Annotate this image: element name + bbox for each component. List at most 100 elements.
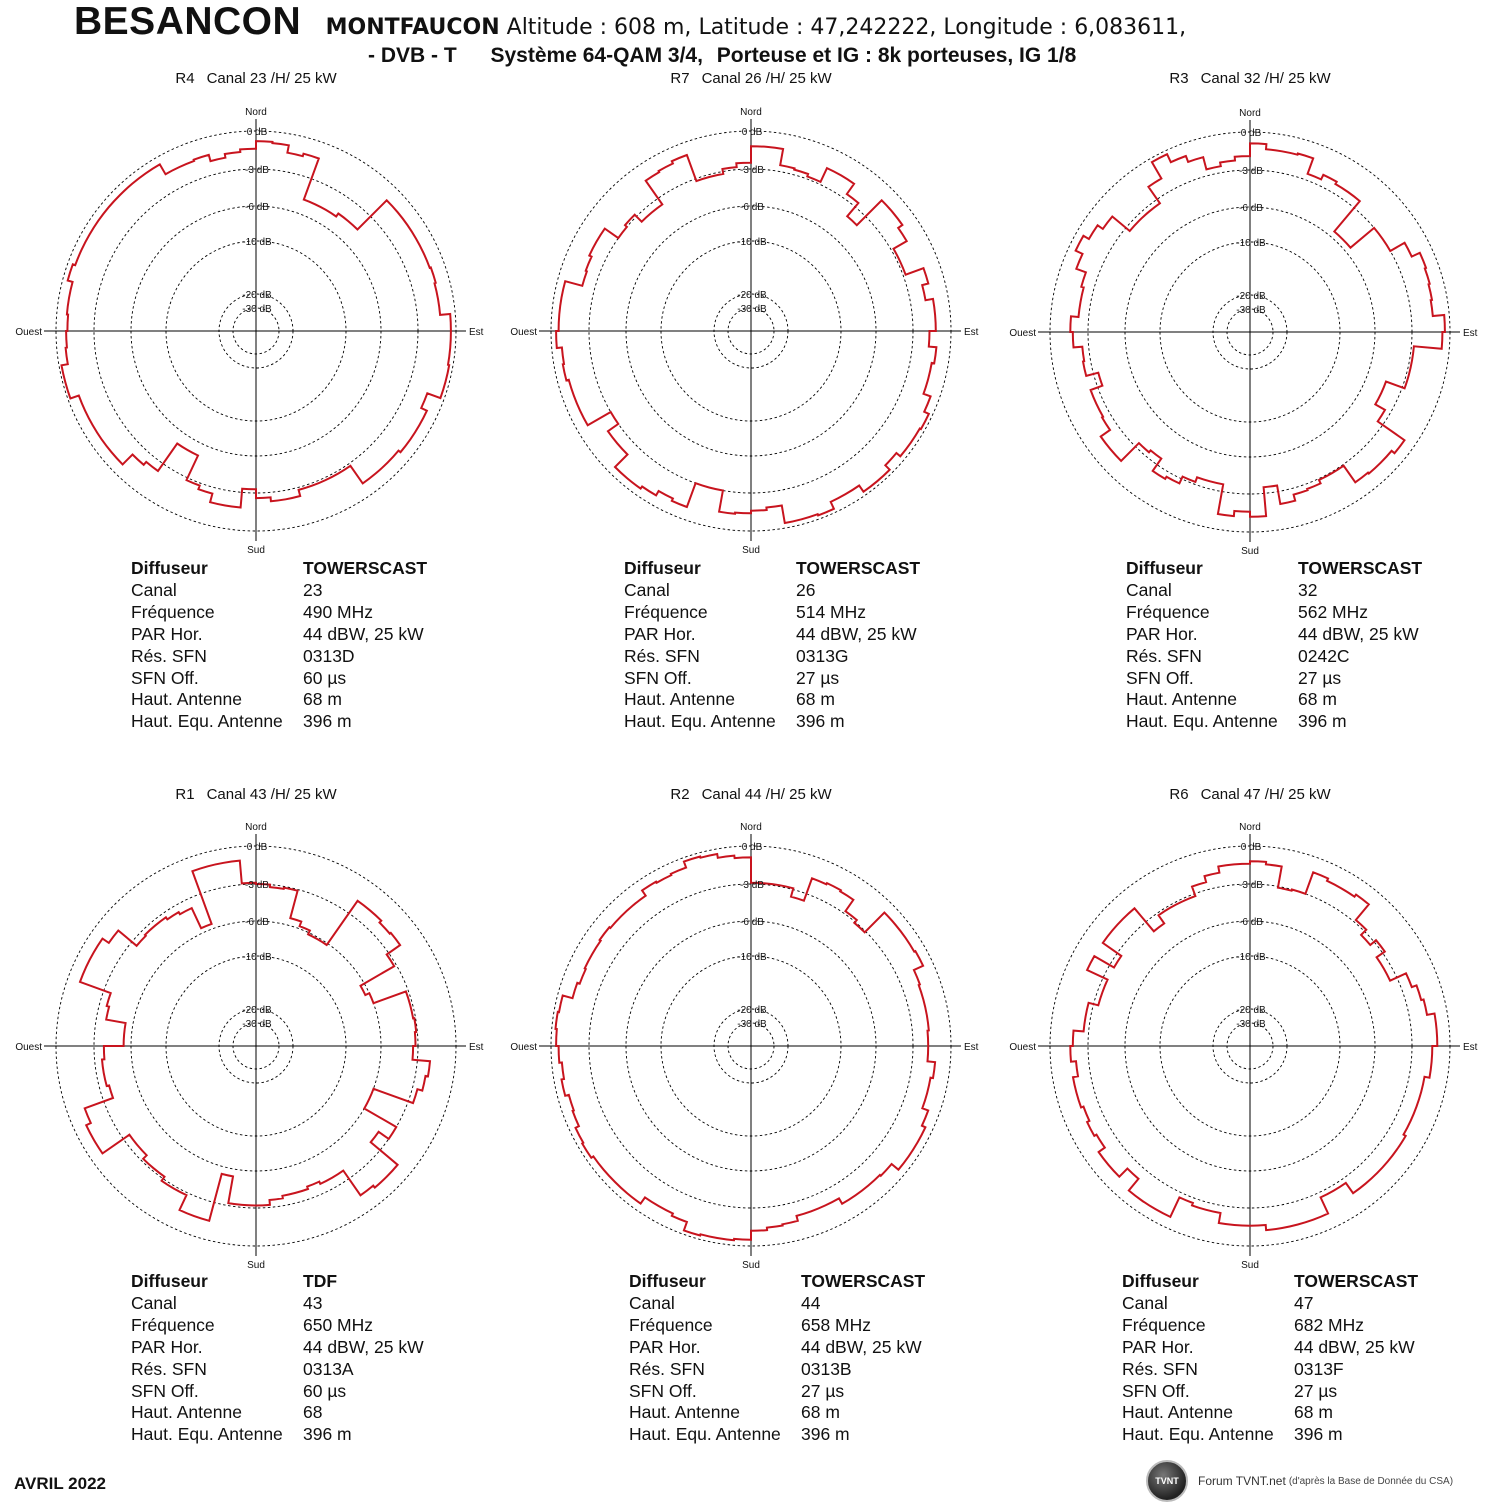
info-label: Haut. Equ. Antenne [624, 711, 776, 732]
info-value: 0313B [801, 1358, 852, 1379]
info-value: 27 µs [1294, 1380, 1338, 1401]
db-ring-label: -30 dB [1236, 305, 1266, 316]
city-name: BESANCON [74, 0, 302, 43]
compass-south-label: Sud [742, 545, 760, 556]
info-label: Haut. Equ. Antenne [1126, 711, 1278, 732]
info-label: SFN Off. [1126, 667, 1194, 688]
info-label: Rés. SFN [1122, 1358, 1198, 1379]
info-label: Diffuseur [1122, 1271, 1199, 1291]
site-info: MONTFAUCON Altitude : 608 m, Latitude : … [326, 15, 1187, 40]
radiation-pattern [554, 852, 937, 1242]
db-ring-label: -30 dB [1236, 1019, 1266, 1030]
db-ring-label: -20 dB [1236, 291, 1266, 302]
info-value: 44 dBW, 25 kW [1298, 623, 1419, 644]
channel-label: Canal 23 /H/ 25 kW [206, 70, 337, 87]
footer-date: AVRIL 2022 [14, 1474, 106, 1493]
db-ring-label: 0 dB [1241, 128, 1262, 139]
info-label: SFN Off. [624, 667, 692, 688]
db-ring-label: -20 dB [737, 1005, 767, 1016]
info-label: Haut. Antenne [1126, 689, 1237, 710]
db-ring-label: -10 dB [242, 952, 272, 963]
compass-east-label: Est [1463, 328, 1478, 339]
info-row-par: PAR Hor.44 dBW, 25 kW [624, 624, 920, 646]
info-value: 0313D [303, 645, 355, 666]
db-ring-label: 0 dB [247, 842, 268, 853]
info-value: 27 µs [796, 667, 840, 688]
info-value: 490 MHz [303, 601, 374, 622]
info-label: Canal [1122, 1292, 1168, 1313]
db-ring-label: -30 dB [737, 304, 767, 315]
info-value: TDF [303, 1271, 338, 1291]
info-row-par: PAR Hor.44 dBW, 25 kW [1122, 1337, 1418, 1359]
info-row-sfn-off: SFN Off. 27 µs [1126, 668, 1422, 690]
compass-south-label: Sud [1241, 546, 1259, 557]
db-ring-label: -10 dB [1236, 238, 1266, 249]
db-ring-label: -3 dB [245, 165, 269, 176]
info-value: 0313G [796, 645, 849, 666]
db-ring-label: -6 dB [740, 202, 764, 213]
info-value: 68 m [1298, 689, 1337, 710]
db-ring-label: -20 dB [1236, 1005, 1266, 1016]
info-value: 43 [303, 1292, 323, 1313]
compass-north-label: Nord [1239, 822, 1261, 833]
info-value: 68 [303, 1402, 323, 1423]
panel-title: R4 Canal 23 /H/ 25 kW [0, 70, 512, 87]
info-value: 68 m [796, 689, 835, 710]
info-row-sfn-off: SFN Off.27 µs [629, 1381, 925, 1403]
info-label: PAR Hor. [131, 1336, 203, 1357]
info-value: 44 dBW, 25 kW [796, 623, 917, 644]
info-label: Haut. Equ. Antenne [1122, 1424, 1274, 1445]
info-value: 44 [801, 1292, 821, 1313]
compass-west-label: Ouest [15, 1042, 42, 1053]
longitude-value: 6,083611, [1074, 15, 1187, 40]
info-label: Haut. Equ. Antenne [131, 711, 283, 732]
db-ring-label: -20 dB [737, 290, 767, 301]
carrier-info: Porteuse et IG : 8k porteuses, IG 1/8 [716, 44, 1077, 67]
info-label: Haut. Antenne [131, 1402, 242, 1423]
info-row-haut-equ: Haut. Equ. Antenne 396 m [1126, 711, 1422, 733]
info-value: 396 m [1298, 711, 1347, 732]
forum-source: (d'après la Base de Donnée du CSA) [1288, 1475, 1454, 1487]
info-value: 0313F [1294, 1358, 1344, 1379]
compass-south-label: Sud [247, 545, 265, 556]
info-value: TOWERSCAST [1298, 558, 1423, 578]
info-row-sfn-off: SFN Off. 27 µs [624, 668, 920, 690]
info-label: SFN Off. [1122, 1380, 1190, 1401]
compass-north-label: Nord [740, 822, 762, 833]
info-value: 396 m [796, 711, 845, 732]
info-label: Diffuseur [629, 1271, 706, 1291]
info-label: Haut. Antenne [629, 1402, 740, 1423]
db-ring-label: -20 dB [242, 290, 272, 301]
mux-label: R4 [175, 70, 195, 87]
info-label: PAR Hor. [131, 623, 203, 644]
channel-label: Canal 44 /H/ 25 kW [701, 786, 832, 803]
info-value: 60 µs [303, 667, 347, 688]
latitude-label: Latitude : [698, 15, 804, 40]
compass-north-label: Nord [740, 107, 762, 118]
info-value: 396 m [1294, 1424, 1343, 1445]
info-row-haut: Haut. Antenne 68 m [1126, 689, 1422, 711]
compass-north-label: Nord [245, 107, 267, 118]
header-line-1: BESANCON MONTFAUCON Altitude : 608 m, La… [74, 0, 1187, 43]
db-ring-label: -6 dB [1239, 203, 1263, 214]
db-ring-label: 0 dB [742, 842, 763, 853]
info-value: 27 µs [1298, 667, 1342, 688]
info-label: Haut. Antenne [624, 689, 735, 710]
